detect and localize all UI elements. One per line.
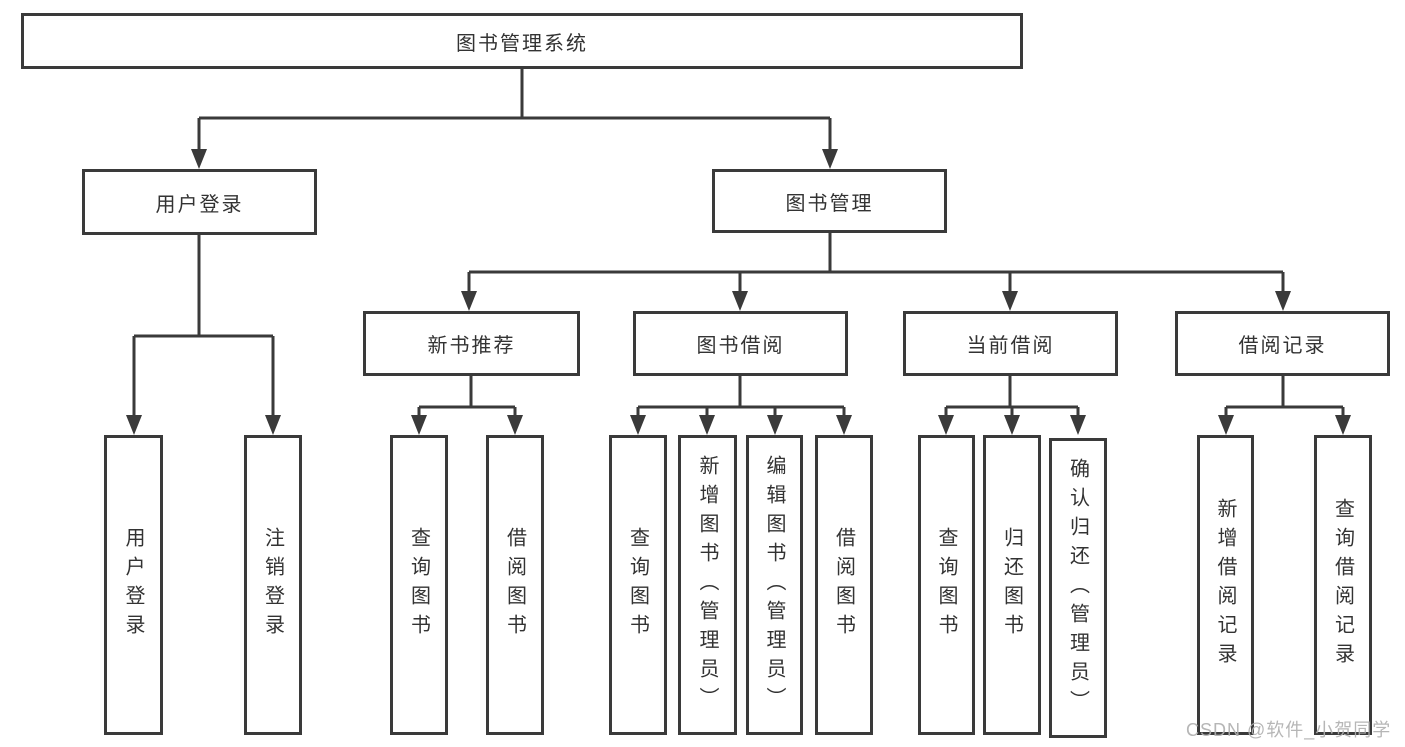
leaf-current-query-books: 查询图书: [918, 435, 975, 735]
connector-book-borrow-children: [630, 376, 852, 435]
node-book-borrow: 图书借阅: [633, 311, 848, 376]
connector-current-borrow-children: [938, 376, 1086, 435]
node-label: 新书推荐: [427, 335, 516, 357]
node-label: 借阅图书: [832, 527, 855, 643]
node-label: 借阅记录: [1238, 335, 1327, 357]
connector-root-to-level2: [191, 69, 838, 169]
node-label: 新增借阅记录: [1214, 498, 1236, 672]
node-label: 新增图书（管理员）: [696, 454, 718, 716]
leaf-current-confirm-return-admin: 确认归还（管理员）: [1049, 438, 1107, 738]
node-label: 查询借阅记录: [1331, 498, 1354, 672]
node-library-system: 图书管理系统: [21, 13, 1023, 69]
node-label: 注销登录: [261, 527, 284, 643]
node-current-borrow: 当前借阅: [903, 311, 1118, 376]
leaf-recommend-borrow-books: 借阅图书: [486, 435, 544, 735]
node-label: 编辑图书（管理员）: [763, 454, 785, 716]
node-user-login: 用户登录: [82, 169, 317, 235]
leaf-current-return-books: 归还图书: [983, 435, 1041, 735]
connector-book-management-to-level3: [461, 233, 1291, 311]
leaf-user-login: 用户登录: [104, 435, 163, 735]
node-label: 用户登录: [155, 193, 244, 216]
node-book-management: 图书管理: [712, 169, 947, 233]
watermark: CSDN @软件_小贺同学: [1186, 720, 1392, 740]
connector-borrow-records-children: [1218, 376, 1351, 435]
node-label: 查询图书: [626, 527, 649, 643]
node-label: 查询图书: [407, 527, 430, 643]
node-label: 用户登录: [122, 527, 144, 643]
connector-user-login-children: [126, 235, 281, 435]
node-label: 当前借阅: [966, 335, 1055, 357]
leaf-records-query-record: 查询借阅记录: [1314, 435, 1372, 735]
node-label: 查询图书: [935, 527, 957, 643]
node-new-book-recommend: 新书推荐: [363, 311, 580, 376]
leaf-logout: 注销登录: [244, 435, 302, 735]
node-label: 借阅图书: [503, 527, 526, 643]
node-label: 图书管理: [785, 192, 874, 215]
leaf-borrow-add-books-admin: 新增图书（管理员）: [678, 435, 737, 735]
node-borrow-records: 借阅记录: [1175, 311, 1390, 376]
node-label: 确认归还（管理员）: [1066, 457, 1089, 719]
connector-new-book-children: [411, 376, 523, 435]
leaf-recommend-query-books: 查询图书: [390, 435, 448, 735]
leaf-borrow-borrow-books: 借阅图书: [815, 435, 873, 735]
node-label: 图书借阅: [696, 335, 785, 357]
node-label: 图书管理系统: [456, 32, 588, 55]
node-label: 归还图书: [1000, 527, 1023, 643]
leaf-records-add-record: 新增借阅记录: [1197, 435, 1254, 735]
leaf-borrow-edit-books-admin: 编辑图书（管理员）: [746, 435, 803, 735]
leaf-borrow-query-books: 查询图书: [609, 435, 667, 735]
